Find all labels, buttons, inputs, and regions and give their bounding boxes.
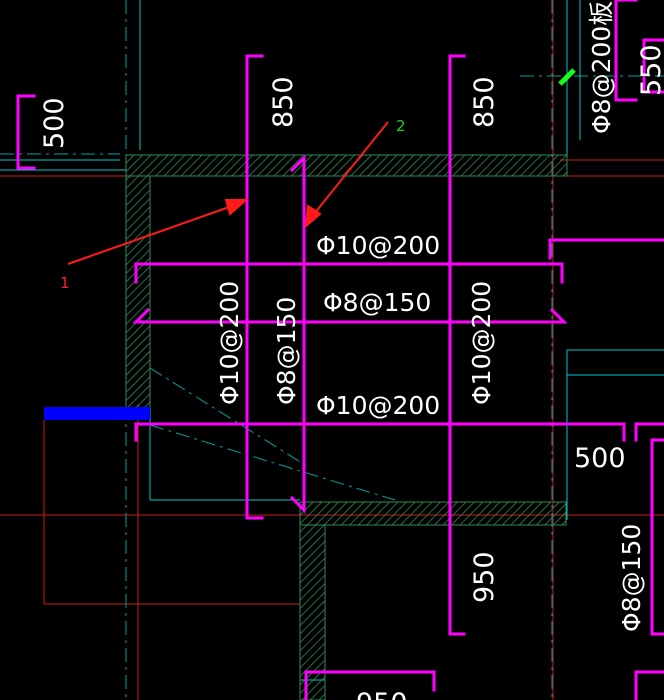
green-marker — [558, 68, 576, 86]
dim-850-left: 850 — [268, 76, 299, 128]
dim-950-bottom: 950 — [469, 551, 500, 603]
rebar-lower-horizontal: Φ10@200 — [316, 391, 440, 420]
dim-850-right: 850 — [469, 76, 500, 128]
callout-arrows — [67, 121, 389, 265]
rebar-bottom-right-vertical: Φ8@150 — [617, 524, 646, 632]
callout-2-label: 2 — [396, 117, 406, 135]
rebar-left-vertical: Φ10@200 — [215, 281, 244, 405]
hatched-walls — [125, 154, 568, 700]
dim-500-left: 500 — [39, 97, 70, 149]
rebar-top-right-board: Φ8@200板面 — [587, 0, 616, 134]
blue-beam — [44, 407, 150, 420]
dim-500-right: 500 — [574, 443, 626, 474]
rebar-middle-vertical: Φ8@150 — [272, 297, 301, 405]
rebar-middle-horizontal: Φ8@150 — [323, 288, 431, 317]
rebar-right-vertical: Φ10@200 — [467, 281, 496, 405]
dimension-labels: 500 850 850 550 500 950 950 — [39, 44, 664, 700]
rebar-upper-horizontal: Φ10@200 — [316, 231, 440, 260]
dim-950-bottom-center: 950 — [356, 688, 408, 700]
dim-550-top-right: 550 — [636, 44, 664, 96]
rebar-spec-labels: Φ8@200板面 Φ10@200 Φ8@150 Φ10@200 Φ10@200 … — [215, 0, 646, 632]
rebar-lines — [16, 0, 664, 700]
callout-1-label: 1 — [60, 274, 70, 292]
